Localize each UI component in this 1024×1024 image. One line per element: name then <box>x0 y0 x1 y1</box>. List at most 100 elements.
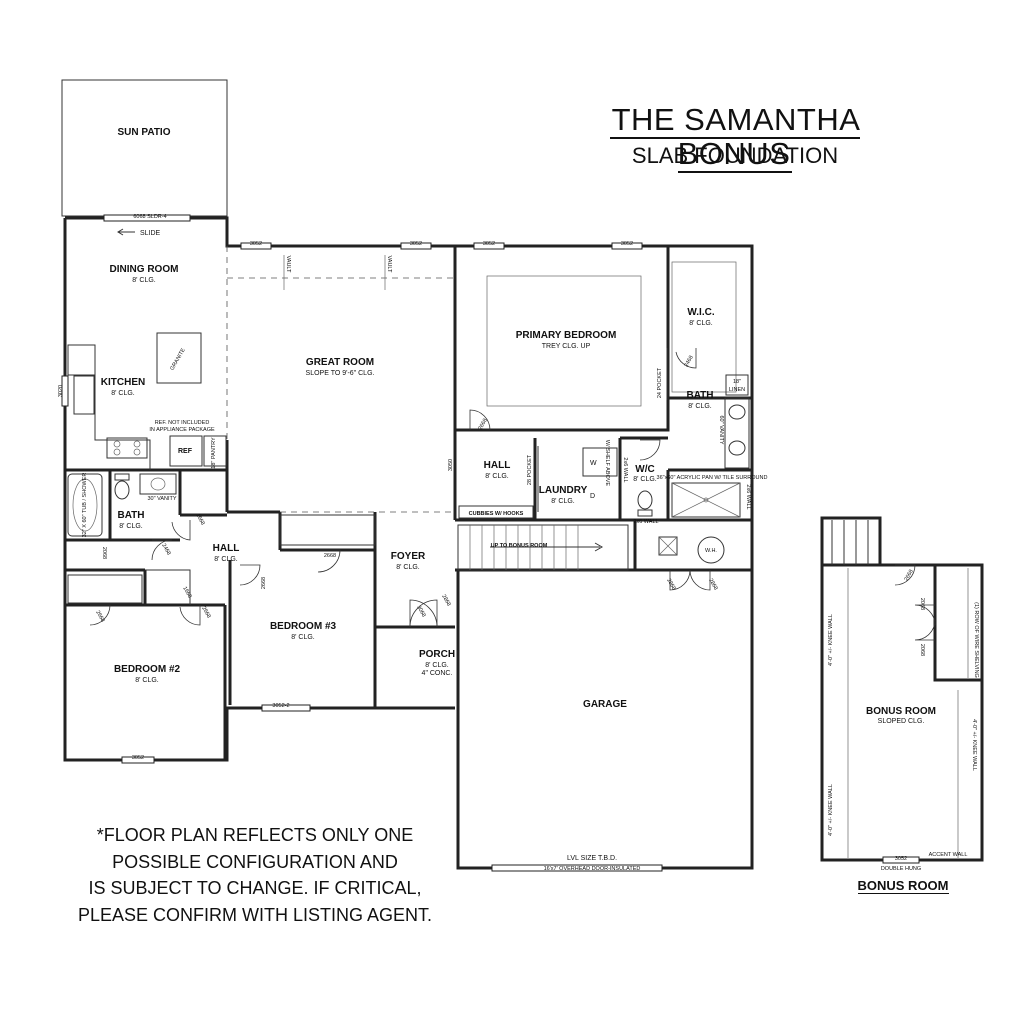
d2668-label-4: 2668 <box>200 606 211 620</box>
kitchen-island <box>156 332 202 384</box>
upper-hall-label: HALL <box>484 460 511 471</box>
porch-label: PORCH <box>419 649 455 660</box>
window-bed2 <box>121 756 155 764</box>
dining-label: DINING ROOM <box>110 264 179 275</box>
bonus-room-caption: BONUS ROOM <box>857 878 949 894</box>
ref-note-1: REF. NOT INCLUDED <box>155 420 210 426</box>
bonus-d2668-label: 2668 <box>903 569 914 583</box>
primary-bath-fixtures: 60" VANITY 18" LINEN 36"x60" ACRYLIC PAN… <box>527 348 768 564</box>
wc-label: W/C <box>635 464 654 475</box>
d1668-label-1: 1668 <box>194 513 205 527</box>
primary-bath-label: BATH <box>686 390 713 401</box>
window-great-1 <box>240 242 272 250</box>
cubbies-label: CUBBIES W/ HOOKS <box>469 511 524 517</box>
sun-patio: SUN PATIO <box>61 79 228 217</box>
vanity30-label: 30" VANITY <box>147 496 176 502</box>
w3052-label-5: 3052 <box>132 755 144 761</box>
bath2-fixtures: 32" X 60" TUB / SHOWER 30" VANITY <box>67 473 177 538</box>
interior-walls <box>65 246 752 760</box>
pocket2-label: 24 POCKET <box>657 367 663 398</box>
wic-label: W.I.C. <box>687 307 714 318</box>
slider-door <box>103 214 191 222</box>
d2468-label-2: 2468 <box>160 543 171 557</box>
ref-label: REF <box>178 448 193 455</box>
dryer-label: D <box>590 493 595 500</box>
pantry-label: 18" PANTRY <box>211 437 217 469</box>
window-bed3 <box>261 704 311 712</box>
d2668-label-5: 2668 <box>94 610 105 624</box>
d2868-label: 2868 <box>440 594 451 608</box>
bedroom2-ceiling: 8' CLG. <box>135 677 159 684</box>
window-primary-2 <box>611 242 643 250</box>
upper-hall-ceiling: 8' CLG. <box>485 473 509 480</box>
d3068-label: 3068 <box>415 605 426 619</box>
laundry-ceiling: 8' CLG. <box>551 498 575 505</box>
pocket-label: 28 POCKET <box>527 454 533 485</box>
accent-wall-label: ACCENT WALL <box>929 852 968 858</box>
porch-ceiling: 8' CLG. <box>425 662 449 669</box>
bonus-room-label: BONUS ROOM <box>866 706 936 717</box>
ref-note-2: IN APPLIANCE PACKAGE <box>149 427 215 433</box>
primary-bedroom-ceiling: TREY CLG. UP <box>542 343 591 350</box>
disclaimer-line-1: *FLOOR PLAN REFLECTS ONLY ONE <box>96 825 414 845</box>
bedroom3-label: BEDROOM #3 <box>270 621 337 632</box>
shower-label: 36"x60" ACRYLIC PAN W/ TILE SURROUND <box>657 475 768 481</box>
vault-label-1: VAULT <box>285 256 291 274</box>
knee-wall-label-1: 4'-0" +/- KNEE WALL <box>828 614 834 666</box>
window-kitchen <box>61 375 69 407</box>
d2668-label-1: 2668 <box>477 418 488 432</box>
washer-label: W <box>590 460 597 467</box>
garage-label: GARAGE <box>583 699 627 710</box>
disclaimer-line-4: PLEASE CONFIRM WITH LISTING AGENT. <box>77 904 433 925</box>
d2668-label-2: 2668 <box>261 577 267 589</box>
bath2-ceiling: 8' CLG. <box>119 523 143 530</box>
bonus-d2068-label-1: 2068 <box>919 598 925 610</box>
window-great-2 <box>400 242 432 250</box>
kitchen-ceiling: 8' CLG. <box>111 390 135 397</box>
knee-wall-label-3: 4'-0" +/- KNEE WALL <box>971 719 977 771</box>
exterior-walls <box>63 216 754 870</box>
garage-door <box>491 864 663 872</box>
vanity60-label: 60" VANITY <box>718 415 724 444</box>
w3052-label-4: 3052 <box>621 241 633 247</box>
wh-label: W.H. <box>705 548 717 554</box>
shelving-label: (1) ROW OF WIRE SHELVING <box>973 602 979 678</box>
plan-subtitle: SLAB FOUNDATION <box>631 143 839 168</box>
great-room-label: GREAT ROOM <box>306 357 374 368</box>
plan-title: THE SAMANTHA BONUS <box>609 102 861 173</box>
wall-2x6-label-3: 2x6 WALL <box>622 457 628 482</box>
bonus-w3052-label: 3052 <box>895 856 907 862</box>
sun-patio-label: SUN PATIO <box>118 127 171 138</box>
wc-ceiling: 8' CLG. <box>633 476 657 483</box>
garage-door-label: 16'x7' OVERHEAD DOOR-INSULATED <box>544 866 641 872</box>
d2868c-label: 2868 <box>707 578 718 592</box>
tub-label: 32" X 60" TUB / SHOWER <box>82 473 88 538</box>
double-hung-label: DOUBLE HUNG <box>881 866 921 872</box>
laundry-label: LAUNDRY <box>539 485 588 496</box>
room-labels: DINING ROOM 8' CLG. KITCHEN 8' CLG. GREA… <box>101 264 715 872</box>
kitchen-label: KITCHEN <box>101 377 145 388</box>
w3052-label-2: 3052 <box>410 241 422 247</box>
window-primary-1 <box>473 242 505 250</box>
disclaimer-line-3: IS SUBJECT TO CHANGE. IF CRITICAL, <box>88 878 422 898</box>
hall-ceiling: 8' CLG. <box>214 556 238 563</box>
foyer-ceiling: 8' CLG. <box>396 564 420 571</box>
dining-ceiling: 8' CLG. <box>132 277 156 284</box>
bath2-label: BATH <box>117 510 144 521</box>
foyer-label: FOYER <box>391 551 426 562</box>
wall-2x6-label-2: 2x6 WALL <box>633 519 658 525</box>
wall-2x6-label: 2x6 WALL <box>745 484 751 509</box>
door-swings <box>89 348 711 628</box>
d2668-label-3: 2668 <box>324 553 336 559</box>
granite-label: GRANITE <box>169 347 187 371</box>
w3052-2-label: 3052-2 <box>272 703 289 709</box>
hall-label: HALL <box>213 543 240 554</box>
bonus-d2068-label-2: 2068 <box>919 644 925 656</box>
w3052-label-1: 3052 <box>250 241 262 247</box>
wic-ceiling: 8' CLG. <box>689 320 713 327</box>
disclaimer: *FLOOR PLAN REFLECTS ONLY ONE POSSIBLE C… <box>60 822 450 928</box>
w3052-label-3: 3052 <box>483 241 495 247</box>
slide-label: SLIDE <box>140 230 161 237</box>
kitchen-fixtures: GRANITE REF. NOT INCLUDED IN APPLIANCE P… <box>67 332 227 470</box>
